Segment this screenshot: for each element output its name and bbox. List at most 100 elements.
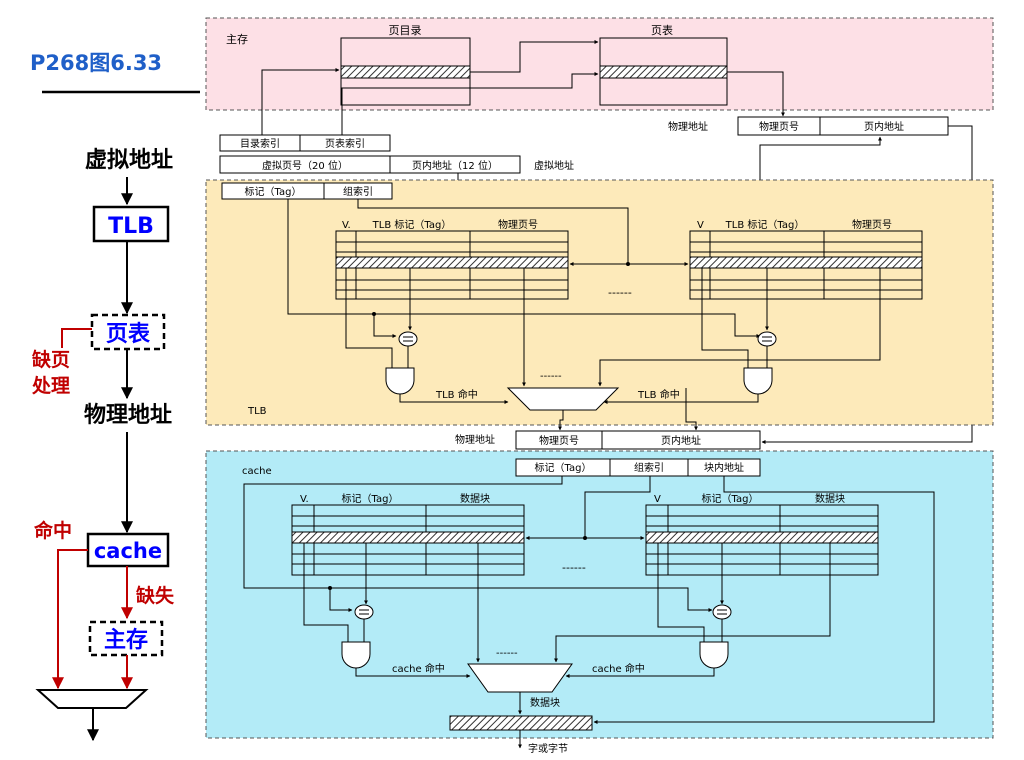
memory-label: 主存 xyxy=(226,32,248,46)
cache-tag-text: 标记（Tag） xyxy=(535,462,592,474)
tlb2-and-gate xyxy=(743,367,773,395)
flow-hit: 命中 xyxy=(34,519,72,542)
cache-way1-selected xyxy=(291,531,525,544)
mem-phys-addr-label: 物理地址 xyxy=(668,120,708,133)
page-offset-text: 页内地址（12 位） xyxy=(412,159,498,172)
mem-phys-page-text: 物理页号 xyxy=(759,120,799,133)
cache-region xyxy=(205,450,994,739)
cache2-and-gate xyxy=(699,641,729,669)
cache-way2-selected xyxy=(645,531,879,544)
flow-main-memory-label: 主存 xyxy=(104,627,148,653)
tlb2-col-v: V xyxy=(697,220,704,231)
wire xyxy=(303,543,349,642)
flow-virtual-address: 虚拟地址 xyxy=(85,147,173,173)
page-table-label: 页表 xyxy=(651,23,673,37)
flow-page-fault-2: 处理 xyxy=(31,374,70,397)
cache2-col-tag: 标记（Tag） xyxy=(702,493,759,505)
wire xyxy=(402,313,761,338)
wire xyxy=(373,314,397,338)
cache1-col-v: V. xyxy=(300,494,309,505)
wire xyxy=(727,71,785,117)
paddr-offset-field xyxy=(601,430,761,450)
wire xyxy=(287,199,402,315)
junction xyxy=(583,536,587,540)
tlb2-comparator xyxy=(757,331,777,347)
flow-cache-label: cache xyxy=(94,539,162,563)
cache-set-index-text: 组索引 xyxy=(634,461,664,474)
wire xyxy=(558,410,564,431)
wire xyxy=(593,476,935,724)
flow-main-memory-box xyxy=(88,620,164,657)
tlb2-col-tag: TLB 标记（Tag） xyxy=(725,219,805,231)
flow-tlb-box xyxy=(92,205,170,243)
tlb-set-index-text: 组索引 xyxy=(343,185,373,198)
tlb-tag-text: 标记（Tag） xyxy=(245,186,302,198)
cache1-comparator xyxy=(354,604,374,620)
paddr-ppn-text: 物理页号 xyxy=(539,434,579,447)
flow-physical-address: 物理地址 xyxy=(84,402,172,428)
tlb1-col-v: V. xyxy=(342,220,351,231)
wire xyxy=(261,68,340,135)
tlb-region-label: TLB xyxy=(247,406,267,417)
cache-hit-path xyxy=(52,549,88,690)
mem-page-offset-text: 页内地址 xyxy=(864,120,904,133)
wire xyxy=(565,668,715,678)
tlb1-hit: TLB 命中 xyxy=(435,388,478,401)
wire xyxy=(354,587,713,612)
wire xyxy=(399,394,509,404)
wire xyxy=(657,543,705,642)
cache1-col-tag: 标记（Tag） xyxy=(342,493,399,505)
cache1-col-data: 数据块 xyxy=(460,492,490,505)
junction xyxy=(626,262,630,266)
table-index-field xyxy=(299,134,391,152)
vaddr-label: 虚拟地址 xyxy=(534,159,574,172)
cache2-comparator xyxy=(712,604,732,620)
cache2-hit: cache 命中 xyxy=(592,662,645,675)
cache2-col-v: V xyxy=(654,494,661,505)
data-block-label: 数据块 xyxy=(530,696,560,709)
flow-tlb-label: TLB xyxy=(108,214,154,239)
wire xyxy=(357,199,629,264)
wire xyxy=(329,588,353,612)
paddr-offset-text: 页内地址 xyxy=(661,434,701,447)
dir-index-text: 目录索引 xyxy=(240,137,280,150)
wire xyxy=(701,268,749,368)
wire xyxy=(584,476,651,538)
page-fault-loop xyxy=(61,328,92,348)
tlb2-hit: TLB 命中 xyxy=(637,388,680,401)
cache1-hit: cache 命中 xyxy=(392,662,445,675)
data-block-register xyxy=(449,715,593,731)
tlb-mux-dashes: ------ xyxy=(540,371,562,382)
wire xyxy=(598,268,881,387)
word-or-byte-label: 字或字节 xyxy=(528,742,568,755)
tlb2-col-ppn: 物理页号 xyxy=(852,218,892,231)
wire xyxy=(355,668,471,678)
cache2-col-data: 数据块 xyxy=(815,492,845,505)
vpn-text: 虚拟页号（20 位） xyxy=(262,159,348,172)
table-index-text: 页表索引 xyxy=(325,137,365,150)
wire xyxy=(345,268,393,368)
paddr-label: 物理地址 xyxy=(455,433,495,446)
wire xyxy=(603,394,759,404)
page-directory-entry xyxy=(340,65,471,79)
cache-mux xyxy=(467,663,573,693)
flow-page-table-label: 页表 xyxy=(106,322,151,347)
tlb1-comparator xyxy=(398,331,418,347)
wire xyxy=(341,72,599,135)
page-offset-field xyxy=(389,155,521,174)
wire xyxy=(554,543,831,663)
cache1-and-gate xyxy=(341,641,371,669)
flow-miss: 缺失 xyxy=(136,584,175,607)
wire xyxy=(243,476,563,589)
cache-mux-dashes: ------ xyxy=(496,648,518,659)
page-table-entry xyxy=(599,65,728,79)
tlb-mux xyxy=(506,387,620,411)
wire xyxy=(470,40,599,73)
tlb1-and-gate xyxy=(385,367,415,395)
cache-dashes: ------ xyxy=(562,561,586,574)
page-title: P268图6.33 xyxy=(30,51,162,75)
tlb-way2-selected xyxy=(689,256,923,269)
page-directory-label: 页目录 xyxy=(389,24,422,37)
flow-mux xyxy=(35,689,149,709)
